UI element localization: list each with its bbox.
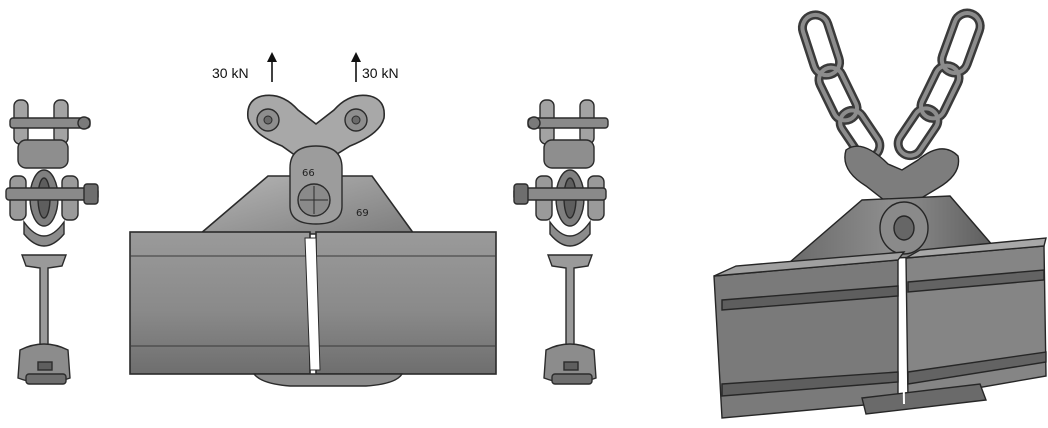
rail-right-half xyxy=(315,231,497,375)
force-arrow-right xyxy=(351,52,361,82)
lower-jaw-3d xyxy=(861,383,987,415)
force-label-right: 30 kN xyxy=(362,65,399,81)
left-rail-section xyxy=(17,254,71,385)
lower-clamp-jaw xyxy=(252,373,404,387)
front-view: 30 kN 30 kN 66 69 xyxy=(129,52,497,387)
perspective-view xyxy=(713,8,1047,419)
left-shackle xyxy=(5,99,99,247)
left-chain xyxy=(797,10,885,163)
right-shackle xyxy=(513,99,609,247)
left-side-view xyxy=(5,99,99,385)
part-number-lower: 69 xyxy=(356,208,369,219)
part-number-upper: 66 xyxy=(302,168,315,179)
right-chain-highlight xyxy=(896,11,983,158)
right-rail-section xyxy=(543,254,597,385)
force-arrow-left xyxy=(267,52,277,82)
rail-left-half xyxy=(129,231,311,375)
left-chain-highlight xyxy=(800,12,882,160)
right-side-view xyxy=(513,99,609,385)
right-chain xyxy=(893,8,985,161)
yoke-3d xyxy=(844,145,960,201)
force-label-left: 30 kN xyxy=(212,65,249,81)
rail-front xyxy=(129,231,497,375)
